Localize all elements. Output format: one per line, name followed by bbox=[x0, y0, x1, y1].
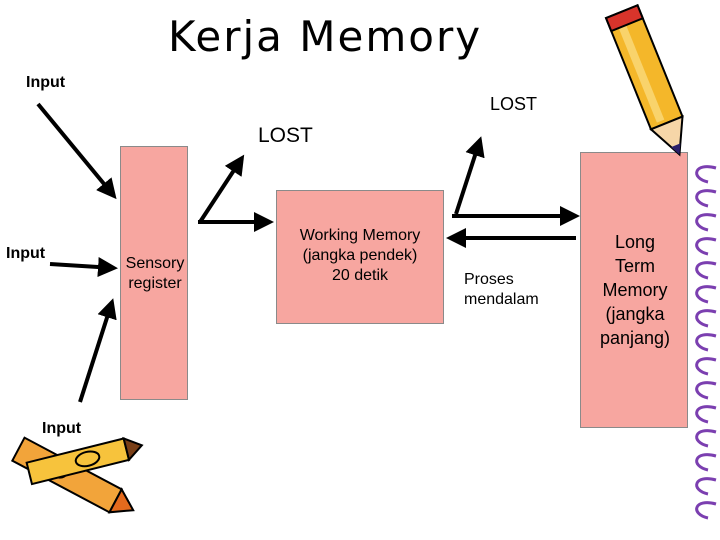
spiral-loop bbox=[695, 501, 717, 520]
sensory-register-box bbox=[120, 146, 188, 400]
ltm-line-1: Long bbox=[614, 232, 656, 252]
working-memory-label: Working Memory (jangka pendek) 20 detik bbox=[276, 226, 444, 286]
arrow-input-middle bbox=[49, 257, 118, 277]
pencil-icon bbox=[604, 4, 684, 157]
spiral-loop bbox=[695, 213, 717, 232]
process-line-1: Proses bbox=[464, 271, 514, 288]
arrow-lost-right bbox=[454, 136, 485, 215]
ltm-line-4: (jangka bbox=[605, 304, 665, 324]
working-line-3: 20 detik bbox=[331, 267, 389, 284]
spiral-loop bbox=[695, 189, 717, 208]
process-label: Proses mendalam bbox=[464, 270, 539, 310]
spiral-loop bbox=[695, 285, 717, 304]
sensory-line-1: Sensory bbox=[125, 255, 185, 272]
spiral-loop bbox=[695, 477, 717, 496]
process-line-2: mendalam bbox=[464, 291, 539, 308]
working-line-2: (jangka pendek) bbox=[302, 247, 418, 264]
ltm-line-5: panjang) bbox=[599, 328, 671, 348]
spiral-loop bbox=[695, 381, 717, 400]
spiral-loop bbox=[695, 453, 717, 472]
long-term-memory-label: Long Term Memory (jangka panjang) bbox=[580, 230, 690, 350]
spiral-loop bbox=[695, 429, 717, 448]
lost-label-center: LOST bbox=[258, 124, 313, 147]
crayon-icon bbox=[10, 436, 144, 514]
spiral-loop bbox=[695, 165, 717, 184]
lost-label-right: LOST bbox=[490, 94, 538, 114]
input-label-bottom: Input bbox=[42, 420, 82, 437]
long-term-memory-box bbox=[580, 152, 688, 428]
arrow-input-top bbox=[36, 102, 117, 200]
arrow-lost-center bbox=[198, 154, 245, 224]
spiral-loop bbox=[695, 357, 717, 376]
ltm-line-3: Memory bbox=[602, 280, 668, 300]
working-line-1: Working Memory bbox=[299, 227, 421, 244]
sensory-register-label: Sensory register bbox=[110, 254, 200, 294]
input-label-middle: Input bbox=[6, 245, 46, 262]
spiral-loop bbox=[695, 333, 717, 352]
working-memory-box bbox=[276, 190, 444, 324]
input-label-top: Input bbox=[26, 74, 66, 91]
spiral-loop bbox=[695, 261, 717, 280]
ltm-line-2: Term bbox=[615, 256, 655, 276]
arrow-input-bottom bbox=[78, 298, 117, 403]
spiral-loop bbox=[695, 237, 717, 256]
page-title: Kerja Memory bbox=[167, 12, 483, 61]
spiral-binding bbox=[695, 165, 717, 520]
sensory-line-2: register bbox=[128, 275, 182, 292]
spiral-loop bbox=[695, 309, 717, 328]
spiral-loop bbox=[695, 405, 717, 424]
